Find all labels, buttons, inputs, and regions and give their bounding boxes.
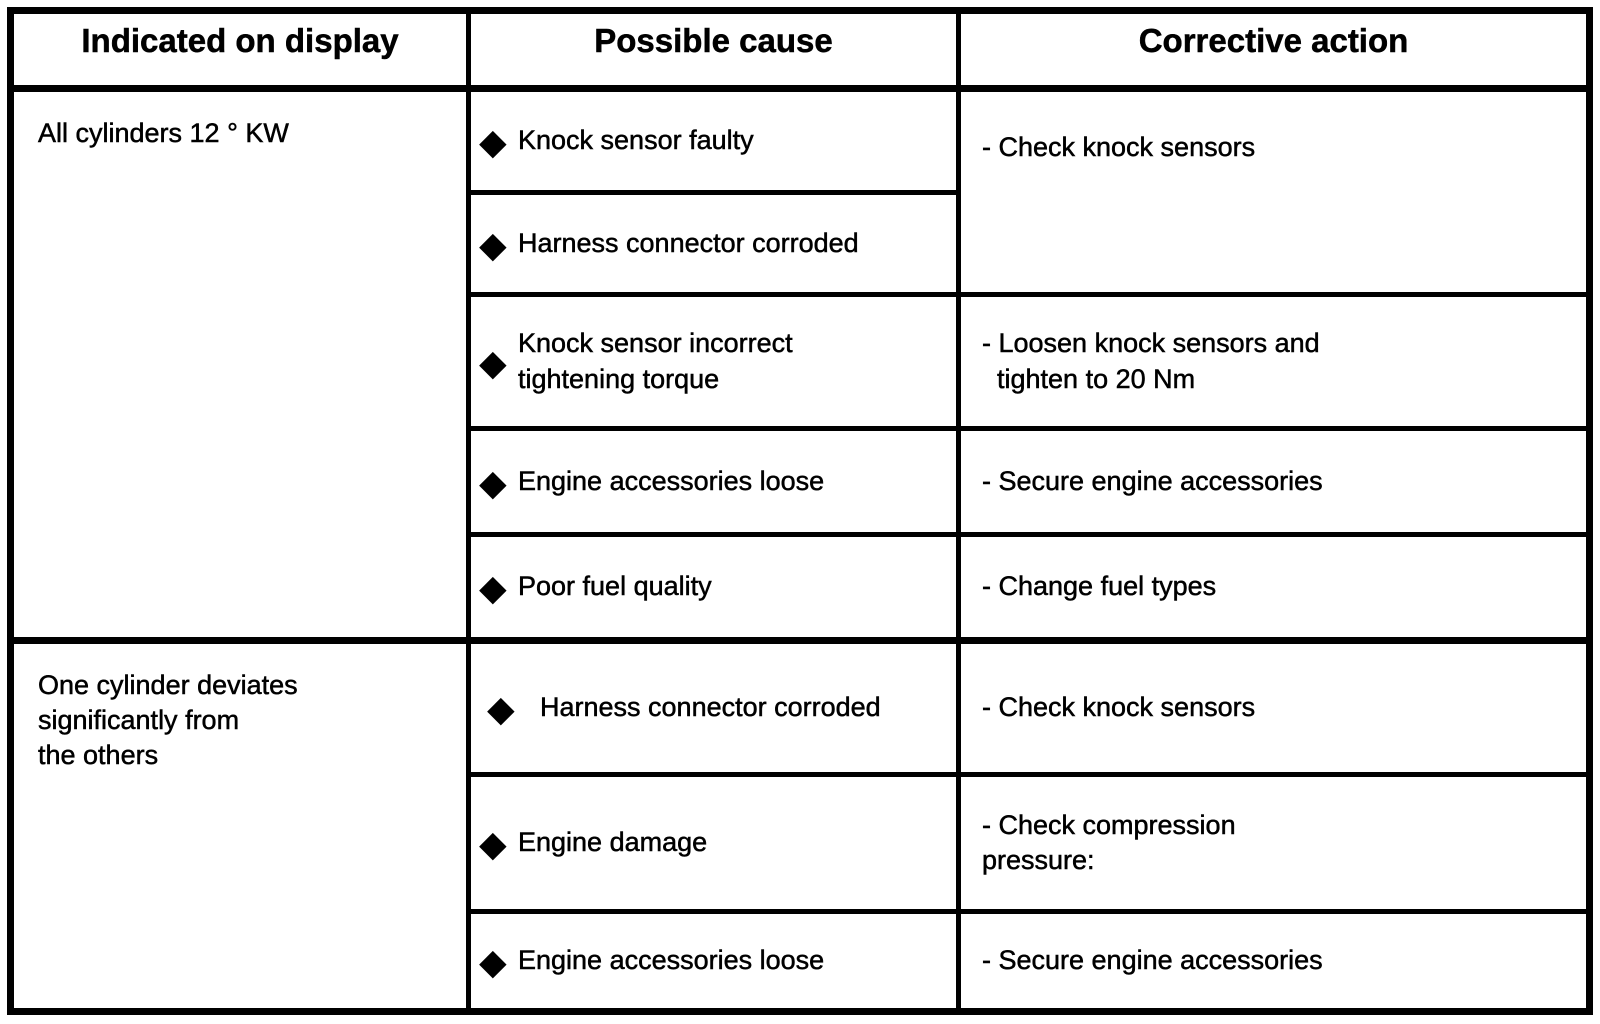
column-header-possible-cause: Possible cause bbox=[471, 14, 956, 87]
action-text: - Secure engine accessories bbox=[982, 465, 1323, 497]
diamond-bullet-icon: ◆ bbox=[479, 941, 507, 982]
cause-text: Engine accessories loose bbox=[518, 945, 825, 976]
cause-text: Engine damage bbox=[518, 827, 708, 858]
indication-cell-all-cylinders: All cylinders 12 ° KW bbox=[14, 92, 466, 637]
cause-cell-knock-sensor-torque: ◆ Knock sensor incorrect tightening torq… bbox=[471, 297, 956, 426]
action-text: - Loosen knock sensors and tighten to 20… bbox=[982, 328, 1320, 394]
action-cell-check-compression-pressure: - Check compression pressure: bbox=[961, 777, 1586, 909]
indication-text: All cylinders 12 ° KW bbox=[38, 118, 289, 149]
action-text: - Change fuel types bbox=[982, 571, 1217, 602]
cause-text: Engine accessories loose bbox=[518, 465, 825, 497]
cause-cell-poor-fuel-quality: ◆ Poor fuel quality bbox=[471, 537, 956, 637]
header-label: Possible cause bbox=[594, 22, 833, 59]
action-cell-secure-engine-accessories-2: - Secure engine accessories bbox=[961, 914, 1586, 1008]
cause-cell-engine-accessories-loose-2: ◆ Engine accessories loose bbox=[471, 914, 956, 1008]
diamond-bullet-icon: ◆ bbox=[479, 567, 507, 608]
cause-text: Knock sensor faulty bbox=[518, 125, 754, 156]
action-cell-loosen-knock-sensors: - Loosen knock sensors and tighten to 20… bbox=[961, 297, 1586, 426]
cause-text: Harness connector corroded bbox=[518, 227, 859, 259]
action-cell-change-fuel-types: - Change fuel types bbox=[961, 537, 1586, 637]
cause-cell-engine-damage: ◆ Engine damage bbox=[471, 777, 956, 909]
action-cell-check-knock-sensors-2: - Check knock sensors bbox=[961, 642, 1586, 772]
diamond-bullet-icon: ◆ bbox=[479, 223, 507, 265]
diamond-bullet-icon: ◆ bbox=[479, 341, 507, 383]
header-label: Corrective action bbox=[1138, 22, 1409, 59]
cause-cell-knock-sensor-faulty: ◆ Knock sensor faulty bbox=[471, 92, 956, 190]
cause-text: Harness connector corroded bbox=[540, 692, 881, 723]
diamond-bullet-icon: ◆ bbox=[479, 461, 507, 503]
cause-cell-harness-connector-corroded: ◆ Harness connector corroded bbox=[471, 195, 956, 292]
troubleshooting-table: Indicated on display Possible cause Corr… bbox=[7, 7, 1593, 1015]
action-cell-check-knock-sensors: - Check knock sensors bbox=[961, 92, 1586, 292]
action-cell-secure-engine-accessories: - Secure engine accessories bbox=[961, 431, 1586, 532]
cause-text: Poor fuel quality bbox=[518, 571, 712, 602]
action-text: - Check knock sensors bbox=[982, 132, 1256, 163]
header-label: Indicated on display bbox=[81, 22, 399, 59]
indication-cell-one-cylinder-deviates: One cylinder deviates significantly from… bbox=[14, 642, 466, 1008]
cause-cell-engine-accessories-loose: ◆ Engine accessories loose bbox=[471, 431, 956, 532]
diamond-bullet-icon: ◆ bbox=[487, 688, 515, 729]
cause-text: Knock sensor incorrect tightening torque bbox=[518, 328, 793, 394]
indication-text: One cylinder deviates significantly from… bbox=[38, 670, 298, 771]
diamond-bullet-icon: ◆ bbox=[479, 823, 507, 864]
action-text: - Check knock sensors bbox=[982, 692, 1256, 723]
cause-cell-harness-connector-corroded-2: ◆ Harness connector corroded bbox=[471, 642, 956, 772]
column-header-indicated-on-display: Indicated on display bbox=[14, 14, 466, 87]
action-text: - Check compression pressure: bbox=[982, 809, 1236, 876]
column-header-corrective-action: Corrective action bbox=[961, 14, 1586, 87]
diamond-bullet-icon: ◆ bbox=[479, 121, 507, 162]
action-text: - Secure engine accessories bbox=[982, 945, 1323, 976]
